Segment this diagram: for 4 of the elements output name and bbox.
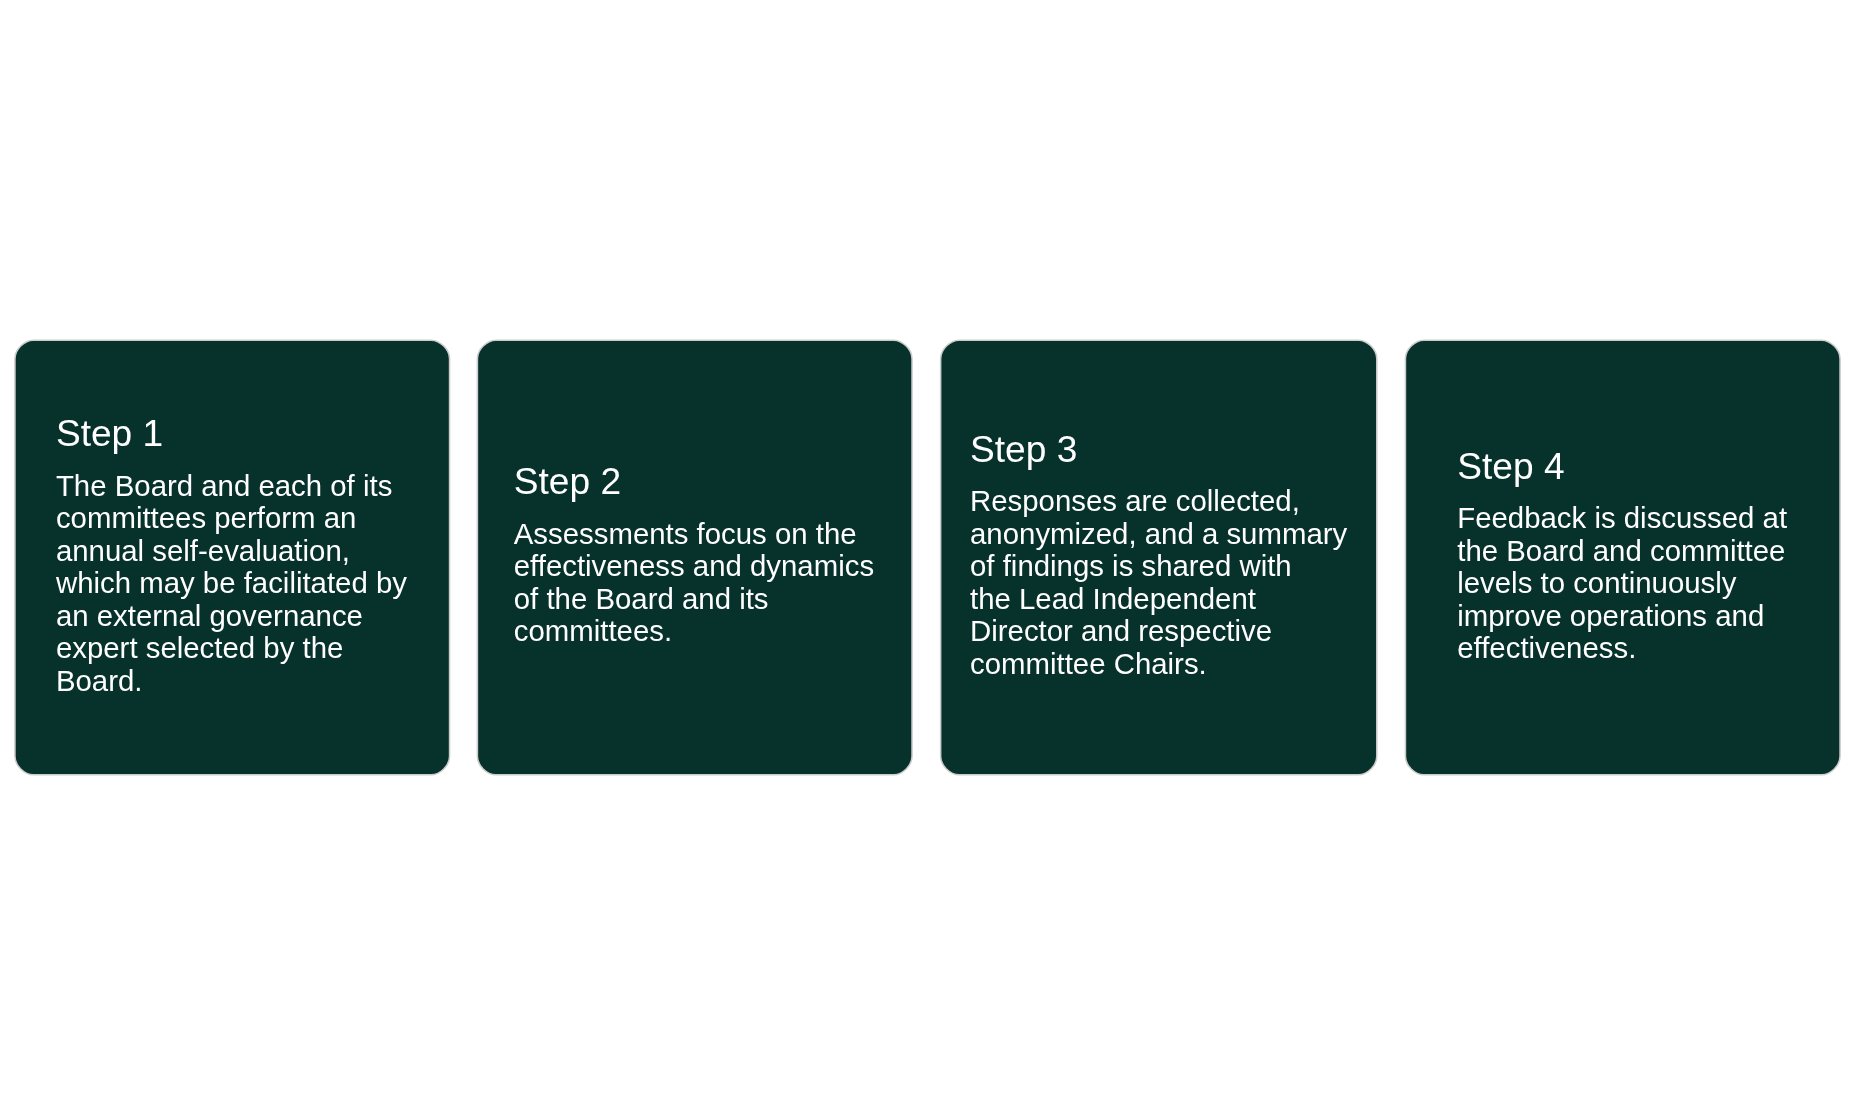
node-box: Step 4 Feedback is discussed at the Board and committee levels to continuously improve operations and effectiveness. bbox=[1404, 338, 1841, 776]
node-box: Step 1 The Board and each of its committees perform an annual self-evaluation, which may be facilitated by an external governance expert selected by the Board. bbox=[14, 338, 451, 776]
node-box: Step 2 Assessments focus on the effectiveness and dynamics of the Board and its committees. bbox=[476, 338, 913, 776]
node-box: Step 3 Responses are collected, anonymized, and a summary of findings is shared with the Lead Independent Director and respective committee Chairs. bbox=[939, 338, 1378, 776]
